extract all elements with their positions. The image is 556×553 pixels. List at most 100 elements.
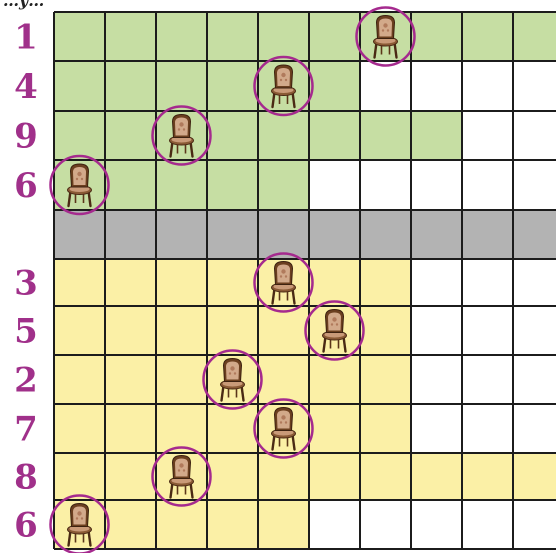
- divider-cell: [54, 210, 105, 259]
- grid-cell: [360, 404, 411, 453]
- grid-cell: [156, 500, 207, 549]
- grid-cell: [462, 111, 513, 160]
- row-label: 3: [14, 264, 38, 304]
- grid-cell: [105, 259, 156, 306]
- grid-cell: [411, 259, 462, 306]
- grid-cell: [309, 111, 360, 160]
- grid-cell: [156, 160, 207, 210]
- row-label: 1: [14, 18, 38, 58]
- row-label: 4: [14, 67, 38, 107]
- grid-cell: [411, 160, 462, 210]
- corner-text: …y…: [3, 0, 44, 10]
- divider-cell: [156, 210, 207, 259]
- grid-cell: [207, 259, 258, 306]
- grid-cell: [411, 500, 462, 549]
- grid-cell: [156, 355, 207, 404]
- grid-cell: [360, 61, 411, 111]
- divider-cell: [258, 210, 309, 259]
- grid-cell: [513, 404, 556, 453]
- grid-cell: [258, 160, 309, 210]
- grid-cell: [156, 404, 207, 453]
- grid-cell: [207, 500, 258, 549]
- grid-cell: [258, 453, 309, 500]
- grid-cell: [105, 306, 156, 355]
- grid-cell: [360, 355, 411, 404]
- grid-cell: [462, 259, 513, 306]
- grid-cell: [360, 453, 411, 500]
- grid-cell: [462, 453, 513, 500]
- grid-cell: [513, 355, 556, 404]
- grid-cell: [105, 500, 156, 549]
- grid-cell: [360, 500, 411, 549]
- grid-cell: [54, 404, 105, 453]
- grid-cell: [105, 12, 156, 61]
- grid-cell: [207, 160, 258, 210]
- grid-cell: [462, 160, 513, 210]
- grid-cell: [54, 111, 105, 160]
- grid-cell: [207, 12, 258, 61]
- grid-cell: [54, 306, 105, 355]
- grid-cell: [309, 404, 360, 453]
- grid-cell: [513, 306, 556, 355]
- grid-cell: [54, 259, 105, 306]
- grid-cell: [156, 61, 207, 111]
- row-label: 7: [14, 410, 38, 450]
- grid-cell: [309, 12, 360, 61]
- row-label: 6: [14, 506, 38, 546]
- grid-cell: [462, 12, 513, 61]
- grid-cell: [105, 355, 156, 404]
- grid-cell: [309, 259, 360, 306]
- grid-cell: [411, 12, 462, 61]
- row-label: 5: [14, 312, 38, 352]
- grid-cell: [309, 453, 360, 500]
- grid-cell: [105, 453, 156, 500]
- grid-cell: [360, 111, 411, 160]
- divider-cell: [309, 210, 360, 259]
- grid-cell: [105, 111, 156, 160]
- grid-cell: [258, 500, 309, 549]
- grid-cell: [411, 306, 462, 355]
- row-label: 6: [14, 166, 38, 206]
- grid-cell: [462, 61, 513, 111]
- grid-cell: [309, 355, 360, 404]
- grid-cell: [258, 111, 309, 160]
- grid-cells: [54, 12, 556, 549]
- grid-cell: [105, 404, 156, 453]
- grid-cell: [462, 306, 513, 355]
- grid-cell: [54, 453, 105, 500]
- grid-cell: [309, 160, 360, 210]
- grid-cell: [513, 61, 556, 111]
- grid-cell: [411, 61, 462, 111]
- divider-cell: [105, 210, 156, 259]
- grid-cell: [156, 12, 207, 61]
- divider-cell: [207, 210, 258, 259]
- grid-cell: [360, 306, 411, 355]
- divider-cell: [360, 210, 411, 259]
- row-label: 8: [14, 458, 38, 498]
- grid-cell: [513, 111, 556, 160]
- grid-cell: [513, 259, 556, 306]
- grid-cell: [513, 500, 556, 549]
- grid-cell: [462, 404, 513, 453]
- grid-cell: [309, 61, 360, 111]
- grid-cell: [207, 61, 258, 111]
- grid-cell: [54, 12, 105, 61]
- grid-cell: [156, 306, 207, 355]
- grid-cell: [462, 500, 513, 549]
- grid-cell: [411, 111, 462, 160]
- grid-cell: [207, 453, 258, 500]
- grid-cell: [156, 259, 207, 306]
- grid-cell: [207, 306, 258, 355]
- grid-cell: [207, 111, 258, 160]
- divider-cell: [411, 210, 462, 259]
- grid-cell: [309, 500, 360, 549]
- row-labels: 1496352786: [14, 18, 38, 546]
- grid-cell: [513, 160, 556, 210]
- grid-cell: [54, 355, 105, 404]
- grid-cell: [513, 12, 556, 61]
- divider-cell: [462, 210, 513, 259]
- grid-cell: [411, 355, 462, 404]
- grid-cell: [54, 61, 105, 111]
- grid-cell: [258, 12, 309, 61]
